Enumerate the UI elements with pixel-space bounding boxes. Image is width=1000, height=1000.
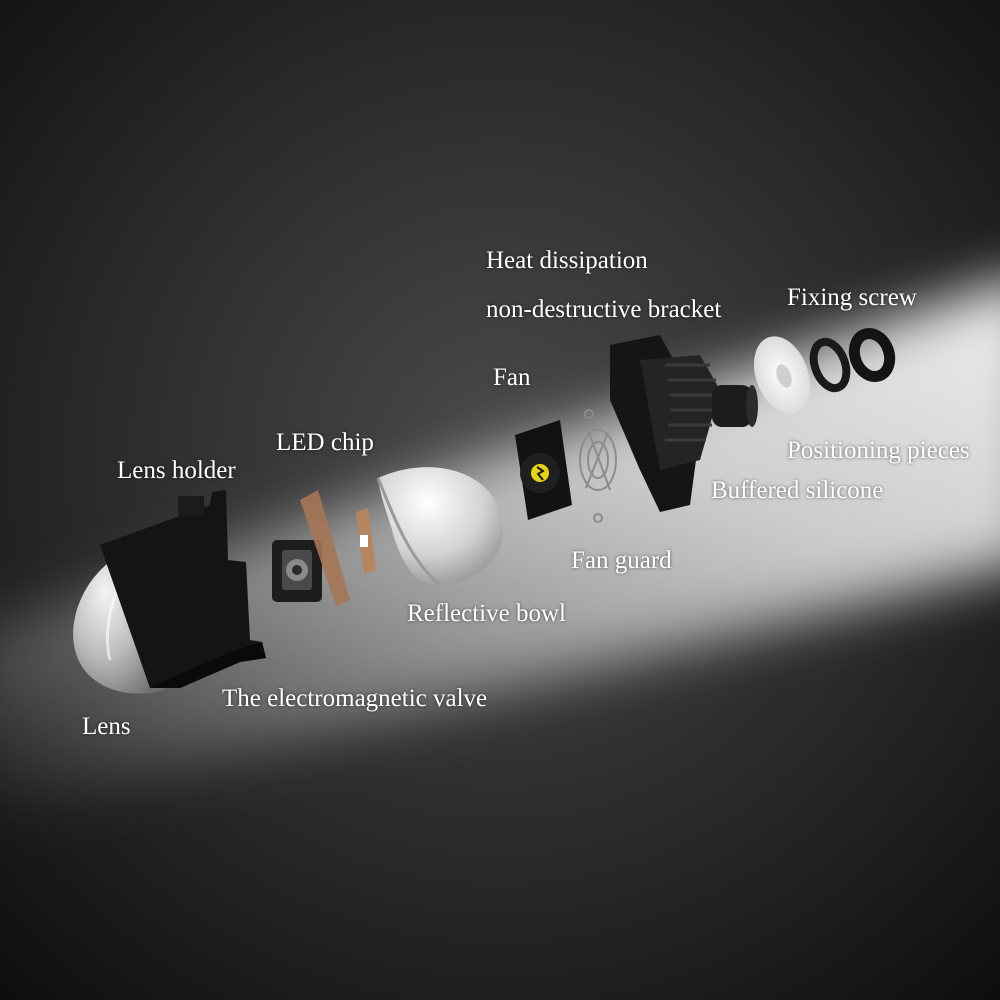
fan-part (515, 420, 572, 520)
label-led-chip: LED chip (276, 429, 374, 456)
label-electromagnetic-valve: The electromagnetic valve (222, 685, 488, 712)
fixing-screw-part (809, 328, 896, 393)
electromagnetic-valve-part (272, 490, 350, 606)
label-reflective-bowl: Reflective bowl (407, 600, 566, 627)
label-fan-guard: Fan guard (571, 547, 672, 574)
label-buffered-silicone: Buffered silicone (711, 477, 884, 504)
label-heat-dissipation: Heat dissipation (486, 247, 648, 274)
label-lens-holder: Lens holder (117, 457, 236, 484)
label-fan: Fan (493, 364, 531, 391)
lens-holder-part (100, 490, 266, 688)
label-positioning-pieces: Positioning pieces (787, 437, 970, 464)
positioning-pieces-part (753, 336, 811, 414)
fan-guard-part (579, 409, 617, 523)
label-non-destructive-bracket: non-destructive bracket (486, 296, 722, 323)
buffered-silicone-part (712, 385, 758, 427)
reflective-bowl-part (376, 467, 504, 587)
led-chip-part (356, 508, 376, 574)
label-fixing-screw: Fixing screw (787, 284, 917, 311)
label-lens: Lens (82, 713, 131, 740)
heat-sink-bracket-part (610, 335, 720, 512)
